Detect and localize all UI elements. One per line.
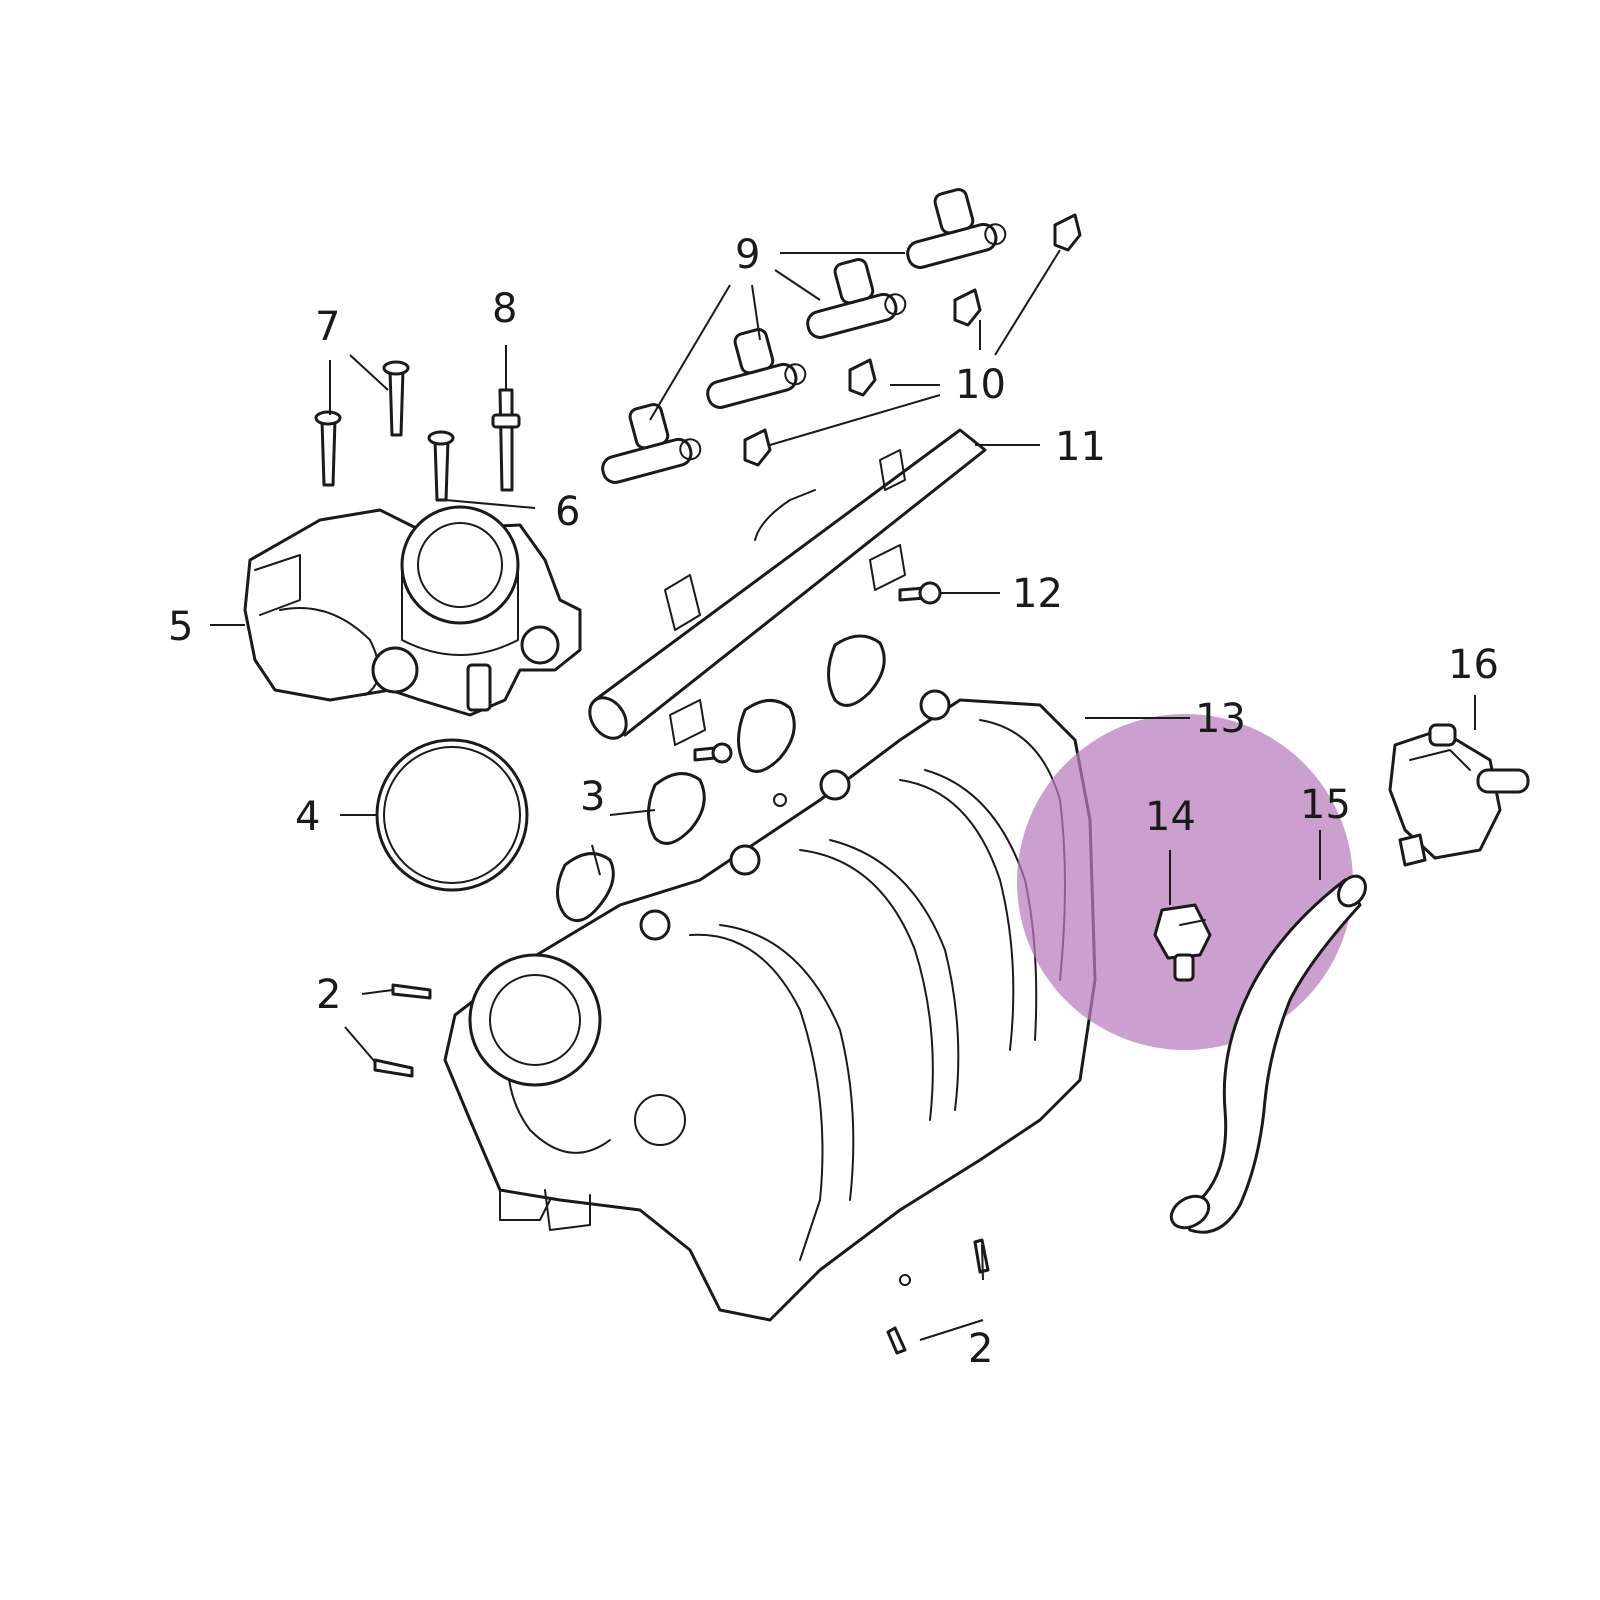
callout-13: 13 (1195, 696, 1246, 742)
vapor-hose (1169, 874, 1367, 1234)
callout-11: 11 (1055, 424, 1106, 470)
port-gaskets (556, 634, 886, 923)
callout-14: 14 (1145, 794, 1196, 840)
callout-16: 16 (1448, 642, 1499, 688)
callout-6: 6 (555, 489, 580, 535)
studs (373, 983, 990, 1355)
callout-5: 5 (168, 604, 193, 650)
callout-2-lower: 2 (968, 1326, 993, 1372)
callout-9: 9 (735, 232, 760, 278)
map-sensor (1153, 903, 1212, 982)
fuel-rail (588, 428, 987, 746)
intake-manifold (443, 689, 1097, 1322)
callout-4: 4 (295, 794, 320, 840)
purge-valve (1388, 723, 1530, 867)
callout-3: 3 (580, 774, 605, 820)
injector-clips (743, 213, 1082, 467)
throttle-body (243, 505, 582, 717)
throttle-body-gasket (375, 738, 529, 892)
fuel-injectors (601, 188, 1007, 484)
callout-12: 12 (1012, 571, 1063, 617)
callout-15: 15 (1300, 782, 1351, 828)
callout-8: 8 (492, 286, 517, 332)
callout-10: 10 (955, 362, 1006, 408)
highlight-circle (1017, 714, 1353, 1050)
throttle-body-screws (314, 360, 521, 502)
callout-7: 7 (315, 304, 340, 350)
callout-labels: 2 2 3 4 5 6 7 8 9 10 11 12 13 14 15 16 (168, 232, 1499, 1372)
callout-2-upper: 2 (316, 972, 341, 1018)
leader-lines (210, 249, 1476, 1341)
